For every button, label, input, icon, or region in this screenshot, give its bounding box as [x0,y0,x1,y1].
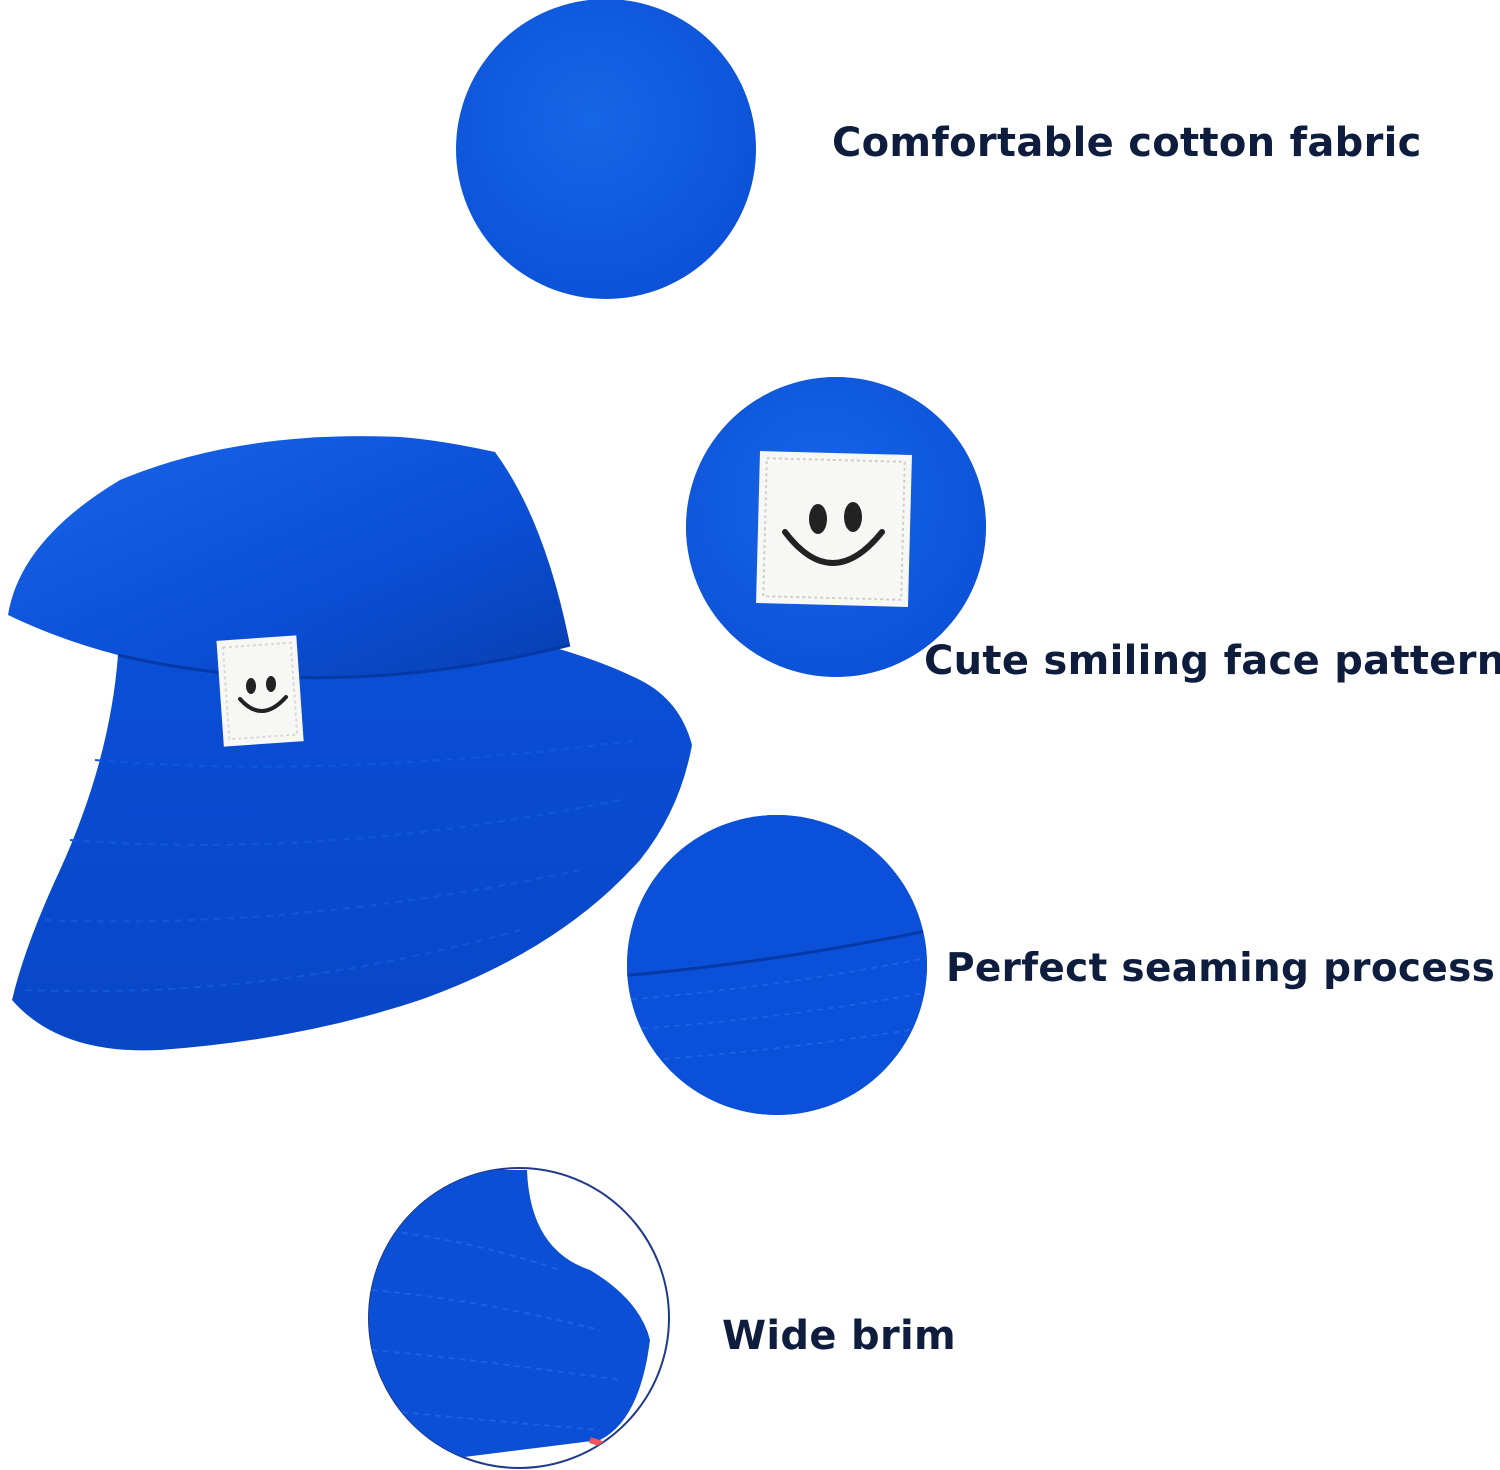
smiley-patch-icon [686,377,986,677]
hat-brim [12,645,692,1051]
hat-crown [8,436,570,678]
fabric-swatch-icon [456,0,756,299]
bucket-hat [8,436,692,1051]
brim-detail-icon [368,1167,670,1469]
feature-label-smiling-face: Cute smiling face patterns [924,638,1500,684]
feature-label-seaming-process: Perfect seaming process [946,946,1496,991]
seam-detail-icon [627,815,927,1115]
feature-label-wide-brim: Wide brim [722,1313,956,1359]
hat-smiley-patch [216,635,304,747]
feature-label-cotton-fabric: Comfortable cotton fabric [832,120,1422,166]
